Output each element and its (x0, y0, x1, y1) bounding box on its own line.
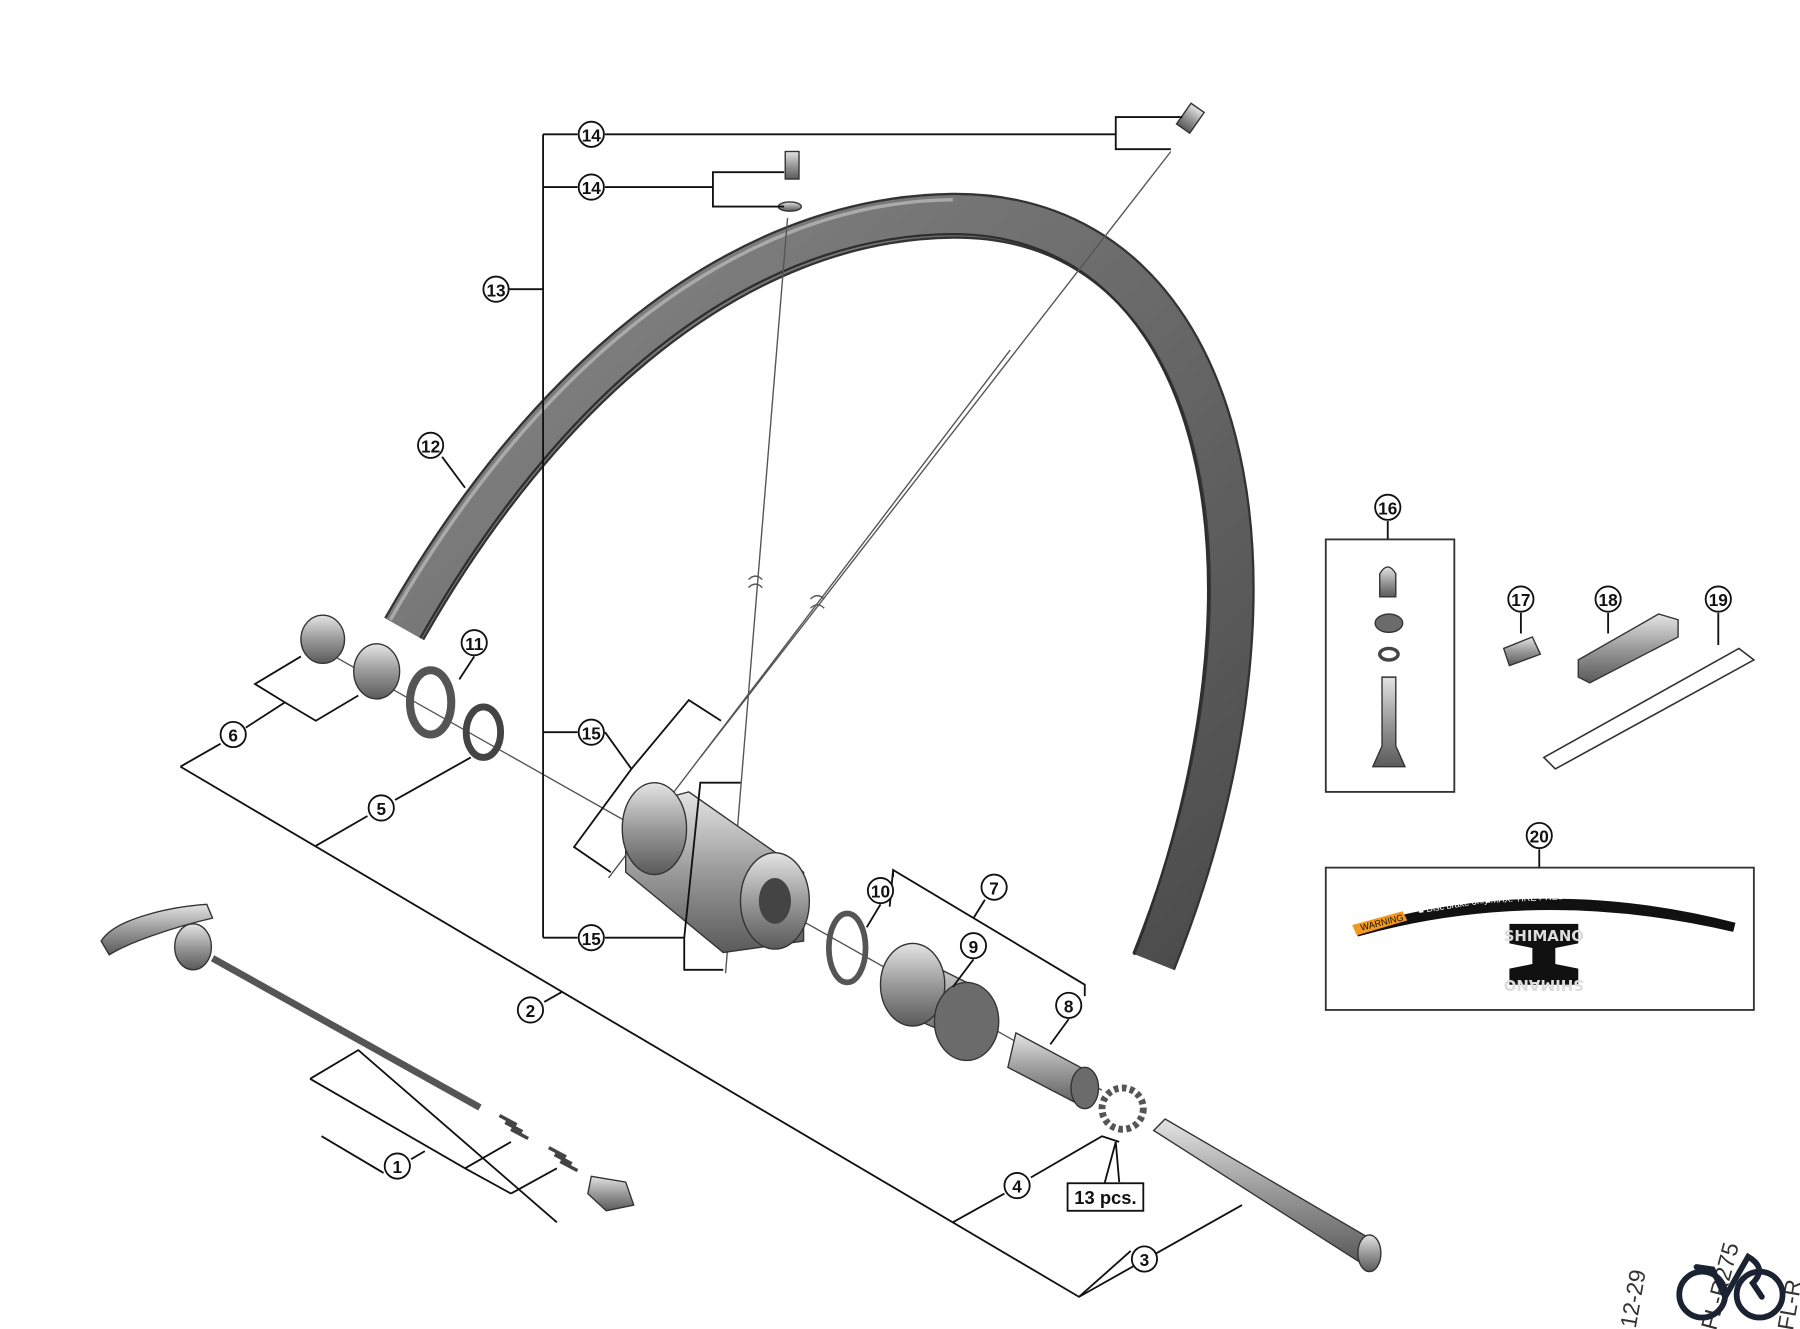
callout-number: 15 (582, 929, 602, 949)
callout-number: 5 (376, 799, 386, 819)
axle (1152, 1118, 1382, 1273)
callout-15: 15 (577, 718, 605, 746)
callout-3: 3 (1130, 1245, 1158, 1273)
svg-text:SHIMANO: SHIMANO (1504, 927, 1584, 945)
hub-left-parts (300, 614, 505, 761)
callout-number: 16 (1378, 498, 1397, 518)
callout-20: 20 (1525, 821, 1553, 850)
callout-number: 14 (582, 125, 602, 145)
callout-number: 10 (871, 882, 890, 902)
spoke-nipple-top (777, 102, 1206, 212)
callout-19: 19 (1704, 585, 1732, 613)
hub-body (621, 782, 811, 954)
quantity-note: 13 pcs. (1066, 1182, 1145, 1212)
callout-6: 6 (219, 720, 247, 749)
callout-18: 18 (1594, 585, 1622, 613)
callout-number: 4 (1012, 1177, 1022, 1197)
callout-16: 16 (1374, 493, 1402, 521)
callout-13: 13 (482, 275, 510, 303)
callout-number: 12 (421, 436, 440, 456)
callout-number: 3 (1140, 1250, 1150, 1270)
callout-number: 2 (526, 1001, 536, 1021)
callout-number: 18 (1599, 590, 1619, 610)
callout-17: 17 (1507, 585, 1535, 613)
callout-number: 7 (989, 878, 999, 898)
callout-11: 11 (460, 629, 488, 657)
callout-15: 15 (577, 924, 605, 952)
shimano-logo (1509, 923, 1579, 985)
callout-number: 15 (582, 723, 602, 743)
svg-text:13 pcs.: 13 pcs. (1074, 1187, 1136, 1208)
callout-number: 9 (969, 937, 979, 957)
callout-5: 5 (367, 794, 395, 822)
quick-release-skewer (100, 903, 635, 1212)
callout-7: 7 (980, 873, 1008, 901)
svg-text:12-29: 12-29 (1615, 1268, 1651, 1329)
callout-number: 6 (228, 726, 238, 746)
callout-10: 10 (866, 877, 895, 905)
callout-1: 1 (383, 1152, 411, 1180)
callout-number: 8 (1064, 997, 1074, 1017)
small-parts (1502, 613, 1756, 770)
rim (384, 192, 1255, 971)
callout-9: 9 (959, 932, 987, 960)
valve-kit-box (1324, 538, 1456, 793)
callout-number: 11 (465, 634, 484, 654)
callout-number: 14 (582, 178, 602, 198)
callout-12: 12 (417, 431, 445, 459)
svg-text:FL-R: FL-R (1772, 1277, 1800, 1329)
svg-text:SHIMANO: SHIMANO (1504, 976, 1584, 994)
callout-14: 14 (577, 173, 605, 201)
callout-number: 13 (486, 280, 505, 300)
callout-2: 2 (516, 996, 544, 1024)
callout-14: 14 (577, 120, 605, 148)
callout-number: 17 (1511, 590, 1530, 610)
rim-decal-box: WARNING ■ Disc brake only! ■MAX. TIRE PR… (1324, 866, 1755, 1011)
bike-logo-icon (1676, 1252, 1786, 1321)
callout-number: 20 (1530, 827, 1549, 847)
callout-number: 1 (393, 1157, 403, 1177)
freehub-parts (825, 910, 1147, 1133)
callout-4: 4 (1003, 1171, 1031, 1200)
callout-8: 8 (1055, 991, 1083, 1019)
warning-label (1352, 911, 1408, 936)
callout-number: 19 (1709, 590, 1728, 610)
watermark: 12-29 FL-R275 FL-R (1615, 1240, 1800, 1329)
